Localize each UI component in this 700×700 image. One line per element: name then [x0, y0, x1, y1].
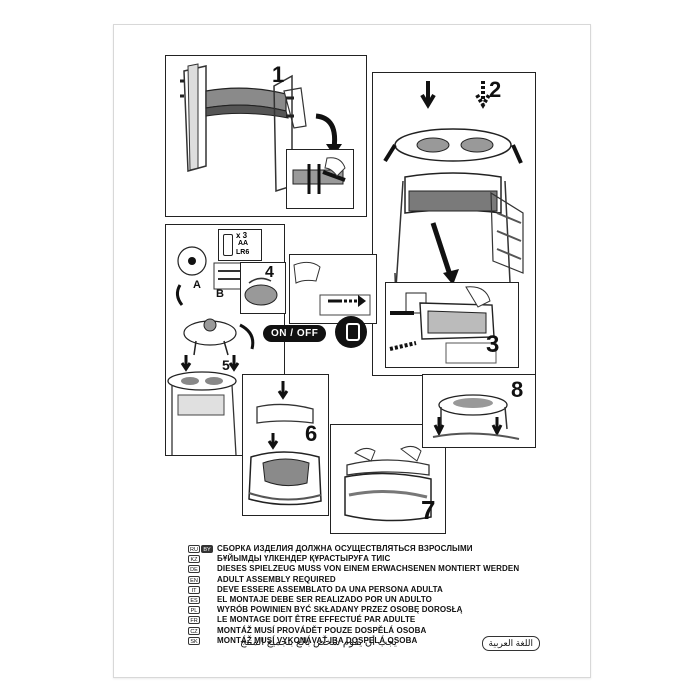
switch-dial-icon — [335, 316, 367, 348]
illustration-battery-install — [167, 246, 255, 455]
illustration-seat-insert — [389, 286, 497, 364]
panel-step-6: 6 — [242, 374, 329, 516]
panel-step-3: 3 — [385, 282, 519, 368]
illustration-seat-press — [432, 394, 520, 440]
callout-a: A — [193, 279, 201, 291]
lang-text: WYRÓB POWINIEN BYĆ SKŁADANY PRZEZ OSOBĘ … — [217, 605, 463, 615]
panel-step-8: 8 — [422, 374, 536, 448]
on-off-text: ON / OFF — [263, 324, 327, 342]
arabic-language-badge: اللغة العربية — [481, 636, 540, 651]
lang-text: DEVE ESSERE ASSEMBLATO DA UNA PERSONA AD… — [217, 584, 443, 594]
lang-text: DIESES SPIELZEUG MUSS VON EINEM ERWACHSE… — [217, 564, 520, 574]
lang-code: BY — [201, 545, 213, 554]
lang-row: FR LE MONTAGE DOIT ÊTRE EFFECTUÉ PAR ADU… — [188, 615, 548, 625]
step-number-7: 7 — [421, 495, 436, 525]
lang-code: CZ — [188, 626, 200, 635]
lang-code: RU — [188, 545, 200, 554]
lang-row: EN ADULT ASSEMBLY REQUIRED — [188, 575, 548, 585]
illustration-frame-assembly — [180, 63, 342, 193]
battery-icon — [223, 234, 233, 256]
arabic-warning: يجب أن يقوم شخص بالغ بتجميع المنتج اللغة… — [240, 636, 540, 651]
lang-code: SK — [188, 636, 200, 645]
step-number-2: 2 — [489, 77, 502, 102]
lang-text: ADULT ASSEMBLY REQUIRED — [217, 574, 336, 584]
battery-count: x 3 — [236, 231, 248, 240]
lang-code: KZ — [188, 555, 200, 564]
step-number-1: 1 — [272, 62, 285, 87]
inset-screw-detail — [286, 149, 354, 209]
lang-row: CZ MONTÁŽ MUSÍ PROVÁDĚT POUZE DOSPĚLÁ OS… — [188, 626, 548, 636]
arabic-text: يجب أن يقوم شخص بالغ بتجميع المنتج — [240, 637, 397, 648]
illustration-finished-stool — [344, 445, 432, 522]
lang-row: SK MONTÁŽ MUSÍ VYKONÁVAŤ IBA DOSPELÁ OSO… — [188, 636, 548, 646]
lang-row: IT DEVE ESSERE ASSEMBLATO DA UNA PERSONA… — [188, 585, 548, 595]
lang-row: ES EL MONTAJE DEBE SER REALIZADO POR UN … — [188, 595, 548, 605]
callout-b: B — [216, 288, 224, 300]
lang-code: FR — [188, 616, 200, 625]
step-number-6: 6 — [305, 421, 318, 446]
panel-step-1: 1 — [165, 55, 367, 217]
lang-text: БҰЙЫМДЫ ҮЛКЕНДЕР ҚҰРАСТЫРУҒА ТИІС — [217, 554, 391, 564]
battery-type: AA — [238, 240, 249, 247]
lang-text: MONTÁŽ MUSÍ VYKONÁVAŤ IBA DOSPELÁ OSOBA — [217, 635, 418, 645]
illustration-hand-switch — [293, 261, 371, 316]
lang-text: EL MONTAJE DEBE SER REALIZADO POR UN ADU… — [217, 595, 432, 605]
lang-row: DE DIESES SPIELZEUG MUSS VON EINEM ERWAC… — [188, 564, 548, 574]
lang-text: СБОРКА ИЗДЕЛИЯ ДОЛЖНА ОСУЩЕСТВЛЯТЬСЯ ВЗР… — [217, 544, 473, 554]
panel-step-4: 4 — [240, 262, 286, 314]
illustration-step-stool — [248, 381, 322, 506]
on-off-switch-label: ON / OFF — [263, 323, 327, 343]
lang-row: KZ БҰЙЫМДЫ ҮЛКЕНДЕР ҚҰРАСТЫРУҒА ТИІС — [188, 554, 548, 564]
step-number-4: 4 — [265, 264, 274, 281]
lang-text: MONTÁŽ MUSÍ PROVÁDĚT POUZE DOSPĚLÁ OSOBA — [217, 625, 427, 635]
step-number-8: 8 — [511, 377, 524, 402]
lang-row: PL WYRÓB POWINIEN BYĆ SKŁADANY PRZEZ OSO… — [188, 605, 548, 615]
lang-code: IT — [188, 585, 200, 594]
step-number-5: 5 — [222, 357, 230, 373]
step-number-3: 3 — [486, 331, 500, 358]
lang-code: ES — [188, 596, 200, 605]
panel-switch-detail — [289, 254, 377, 324]
lang-code: PL — [188, 606, 200, 615]
battery-box: x 3 AA LR6 — [218, 229, 262, 261]
lang-code: DE — [188, 565, 200, 574]
lang-code: EN — [188, 575, 200, 584]
illustration-body-assembly — [383, 81, 524, 336]
lang-text: LE MONTAGE DOIT ÊTRE EFFECTUÉ PAR ADULTE — [217, 615, 416, 625]
battery-code: LR6 — [236, 249, 250, 256]
